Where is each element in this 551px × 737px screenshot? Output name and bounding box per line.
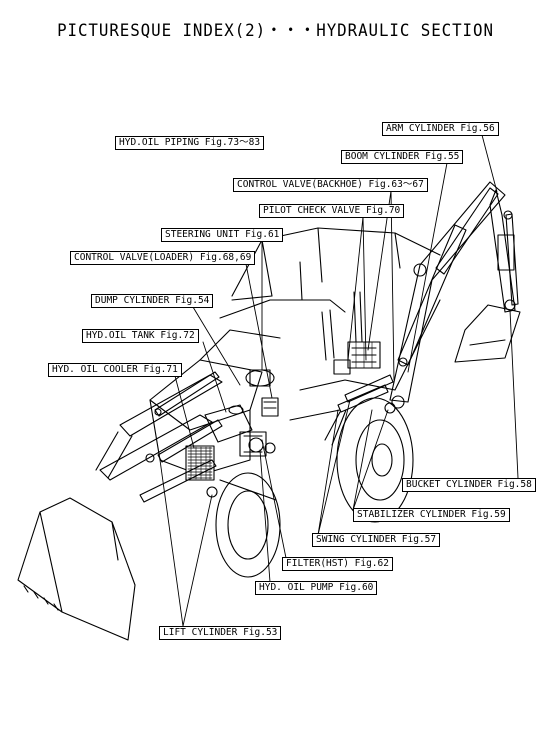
bucket-cylinder — [503, 210, 519, 311]
backhoe-boom — [389, 181, 506, 409]
loader-bucket — [17, 497, 136, 641]
callout-steering-unit: STEERING UNIT Fig.61 — [161, 228, 284, 242]
front-wheel — [215, 472, 281, 578]
callout-dump-cylinder: DUMP CYLINDER Fig.54 — [91, 294, 214, 308]
lift-cylinders — [139, 419, 223, 503]
callout-hyd-oil-pump: HYD. OIL PUMP Fig.60 — [255, 581, 378, 595]
callout-pilot-check-valve: PILOT CHECK VALVE Fig.70 — [259, 204, 405, 218]
rear-wheel — [336, 397, 414, 523]
rear-frame — [289, 299, 441, 421]
oil-cooler — [185, 445, 215, 481]
hydraulic-tank — [204, 404, 253, 443]
arm-cylinder — [435, 187, 499, 275]
callout-bucket-cylinder: BUCKET CYLINDER Fig.58 — [402, 478, 536, 492]
steering-unit — [245, 369, 275, 387]
swing-stabilizer-cylinders — [324, 374, 396, 446]
page-title: PICTURESQUE INDEX(2)・・・HYDRAULIC SECTION — [57, 21, 494, 41]
callout-stabilizer-cylinder: STABILIZER CYLINDER Fig.59 — [353, 508, 510, 522]
callout-lift-cylinder: LIFT CYLINDER Fig.53 — [159, 626, 282, 640]
callout-boom-cylinder: BOOM CYLINDER Fig.55 — [341, 150, 464, 164]
pilot-check-valve — [333, 359, 351, 375]
callout-filter-hst: FILTER(HST) Fig.62 — [282, 557, 393, 571]
pump-filter-cluster — [239, 431, 276, 457]
loader-arms — [95, 374, 223, 481]
callout-control-valve-loader: CONTROL VALVE(LOADER) Fig.68,69 — [70, 251, 256, 265]
backhoe-control-valve — [347, 341, 381, 369]
callout-swing-cylinder: SWING CYLINDER Fig.57 — [312, 533, 441, 547]
dump-cylinder — [154, 371, 220, 417]
boom-cylinder — [397, 224, 467, 367]
loader-control-valve — [261, 397, 279, 417]
callout-hyd-oil-piping: HYD.OIL PIPING Fig.73〜83 — [115, 136, 265, 150]
callout-control-valve-backhoe: CONTROL VALVE(BACKHOE) Fig.63〜67 — [233, 178, 428, 192]
callout-hyd-oil-tank: HYD.OIL TANK Fig.72 — [82, 329, 199, 343]
backhoe-bucket — [454, 304, 521, 363]
callout-arm-cylinder: ARM CYLINDER Fig.56 — [382, 122, 499, 136]
callout-hyd-oil-cooler: HYD. OIL COOLER Fig.71 — [48, 363, 182, 377]
